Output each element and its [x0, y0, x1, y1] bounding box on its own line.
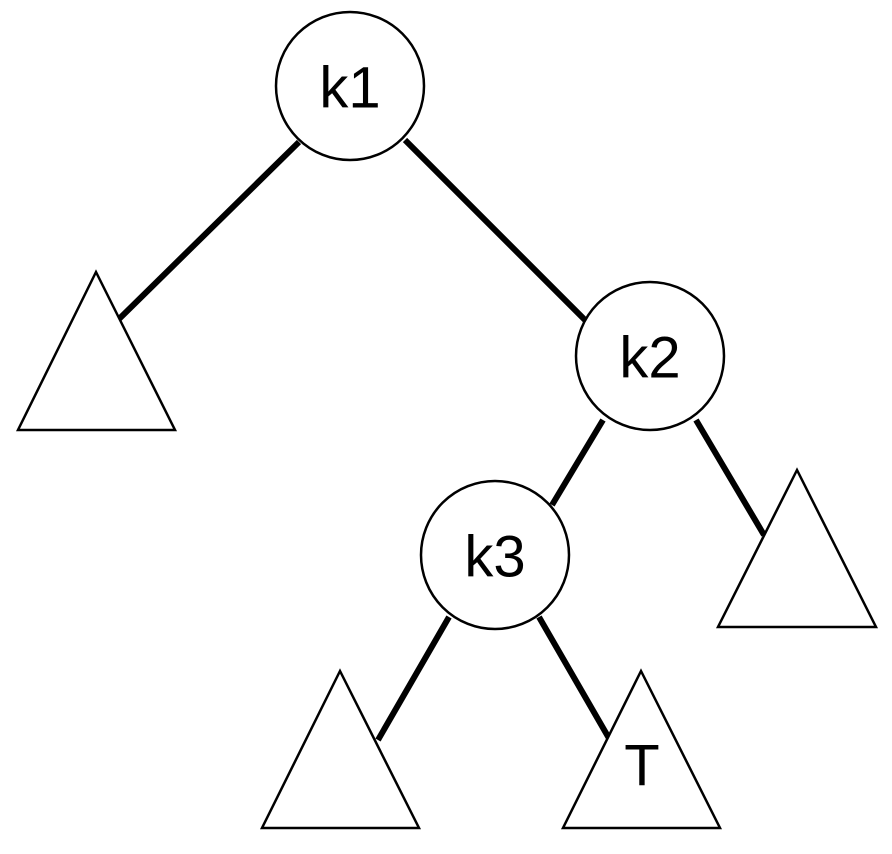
node-k2-label: k2 [619, 326, 680, 391]
edge-k3-left-subtree [375, 615, 452, 742]
subtree-k3-right-label: T [624, 734, 659, 799]
node-k3-circle [419, 479, 571, 631]
edge-k3-right-subtree [536, 615, 613, 742]
edge-k1-left-subtree [115, 139, 302, 323]
node-k3: k3 [419, 479, 571, 631]
node-k2: k2 [574, 280, 726, 432]
node-k3-label: k3 [464, 525, 525, 590]
edge-k2-k3 [549, 418, 606, 507]
node-k1-label: k1 [319, 56, 380, 121]
node-k2-circle [574, 280, 726, 432]
edge-k2-right-subtree [693, 418, 767, 537]
node-k1-circle [274, 10, 426, 162]
subtree-k3-right [560, 668, 723, 830]
edge-k1-k2 [402, 137, 588, 323]
subtree-k2-right [715, 467, 879, 629]
node-k1: k1 [274, 10, 426, 162]
subtree-k1-left [15, 269, 178, 432]
subtree-k3-left [259, 668, 422, 830]
